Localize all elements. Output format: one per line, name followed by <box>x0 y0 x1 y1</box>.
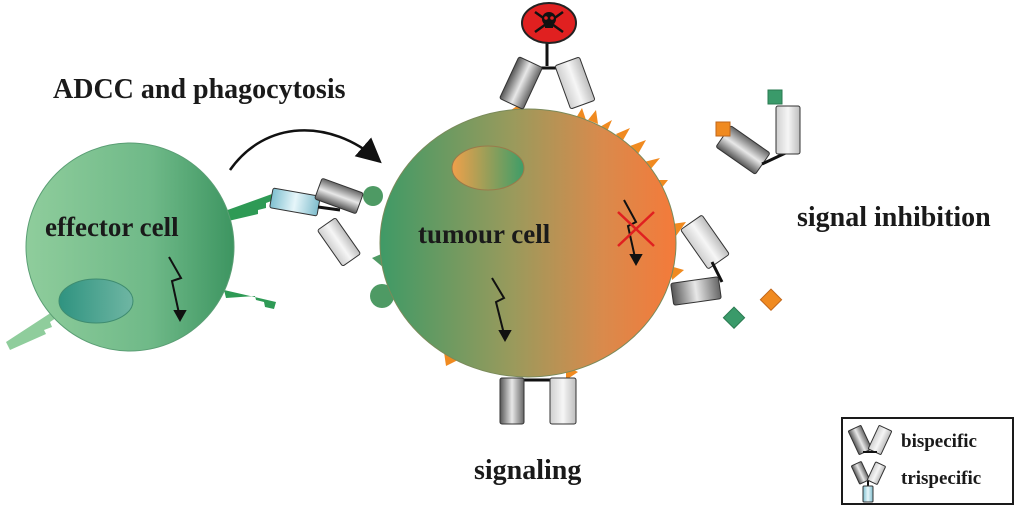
toxin-antibody <box>499 2 596 110</box>
blocked-signal-icon <box>617 199 655 267</box>
legend-icons <box>847 425 893 503</box>
signaling-label: signaling <box>474 455 582 486</box>
tumour-cell <box>379 108 677 378</box>
legend-trispecific-label: trispecific <box>901 468 982 489</box>
bispecific-antibody-bottom <box>499 377 577 425</box>
lightning-arrow-icon <box>491 277 512 343</box>
bispecific-icon <box>847 425 893 455</box>
effector-cell <box>6 142 276 352</box>
trispecific-icon <box>851 461 886 503</box>
free-bispecific-antibody <box>715 89 801 175</box>
trispecific-antibody-bridge <box>269 178 364 267</box>
effector-cell-label: effector cell <box>45 212 179 242</box>
skull-crossbones-icon <box>534 10 564 34</box>
effector-receptors <box>6 194 276 350</box>
lightning-arrow-icon <box>168 256 187 323</box>
adcc-label: ADCC and phagocytosis <box>53 74 346 105</box>
legend-bispecific-label: bispecific <box>901 431 977 452</box>
legend: bispecific trispecific <box>841 417 1014 505</box>
signal-inhibition-label: signal inhibition <box>797 202 991 233</box>
bispecific-antibody-right <box>670 215 730 306</box>
free-ligands <box>722 288 783 330</box>
tumour-cell-label: tumour cell <box>418 219 551 249</box>
curved-arrow-icon <box>228 129 382 171</box>
